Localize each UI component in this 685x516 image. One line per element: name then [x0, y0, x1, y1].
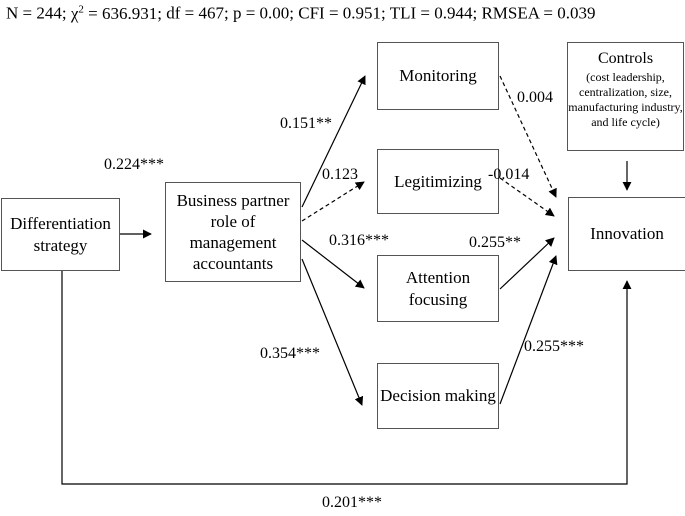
coef-diff-to-bp: 0.224*** [104, 156, 164, 173]
node-differentiation-strategy: Differentiation strategy [1, 198, 120, 271]
arrow-bp-to-monitoring [301, 75, 366, 208]
coef-bp-to-attention: 0.316*** [329, 232, 389, 249]
stat-df: df = 467; [166, 3, 229, 23]
stat-p: p = 0.00; [232, 3, 294, 23]
stat-n: N = 244; [6, 3, 67, 23]
arrow-bp-to-decision [301, 258, 364, 406]
node-decision-making: Decision making [377, 363, 499, 429]
arrow-bp-to-attention [301, 239, 365, 289]
node-controls: Controls (cost leadership, centralizatio… [567, 42, 684, 151]
node-differentiation-label: Differentiation strategy [10, 214, 111, 255]
coef-decision-to-innovation: 0.255*** [524, 338, 584, 355]
node-controls-title: Controls [597, 50, 654, 67]
coef-bp-to-legitimizing: 0.123 [322, 166, 358, 183]
stat-chi: χ2 = 636.931; [70, 3, 162, 23]
node-attention-focusing: Attention focusing [377, 255, 499, 322]
arrow-diff-to-innovation [61, 271, 632, 485]
stat-chi-symbol: χ [70, 3, 79, 23]
stat-chi-exponent: 2 [78, 3, 84, 15]
node-business-partner-role: Business partner role of management acco… [165, 182, 301, 282]
node-legitimizing: Legitimizing [377, 149, 499, 214]
node-business-partner-label: Business partner role of management acco… [176, 190, 290, 274]
node-attention-label: Attention focusing [405, 268, 471, 309]
coef-bp-to-decision: 0.354*** [260, 345, 320, 362]
stat-rmsea: RMSEA = 0.039 [481, 3, 596, 23]
node-innovation-label: Innovation [590, 224, 664, 244]
stat-cfi: CFI = 0.951; [298, 3, 386, 23]
node-controls-detail: (cost leadership, centralization, size, … [568, 70, 683, 130]
node-decision-label: Decision making [380, 386, 496, 406]
coef-legitimizing-to-innovation: -0.014 [488, 166, 530, 183]
node-monitoring: Monitoring [377, 42, 499, 110]
coef-attention-to-innovation: 0.255** [469, 234, 521, 251]
node-legitimizing-label: Legitimizing [394, 171, 482, 191]
coef-bp-to-monitoring: 0.151** [280, 115, 332, 132]
arrow-monitoring-to-innovation [499, 75, 557, 198]
coef-diff-to-innovation: 0.201*** [322, 494, 382, 511]
arrow-bp-to-legitimizing [301, 181, 365, 222]
coef-monitoring-to-innovation: 0.004 [517, 89, 553, 106]
arrow-attention-to-innovation [499, 237, 555, 290]
arrow-decision-to-innovation [499, 255, 558, 405]
node-innovation: Innovation [568, 197, 685, 271]
node-monitoring-label: Monitoring [399, 66, 477, 86]
stat-tli: TLI = 0.944; [389, 3, 478, 23]
stat-chi-value: = 636.931; [83, 3, 162, 23]
fit-statistics: N = 244; χ2 = 636.931; df = 467; p = 0.0… [6, 3, 595, 24]
